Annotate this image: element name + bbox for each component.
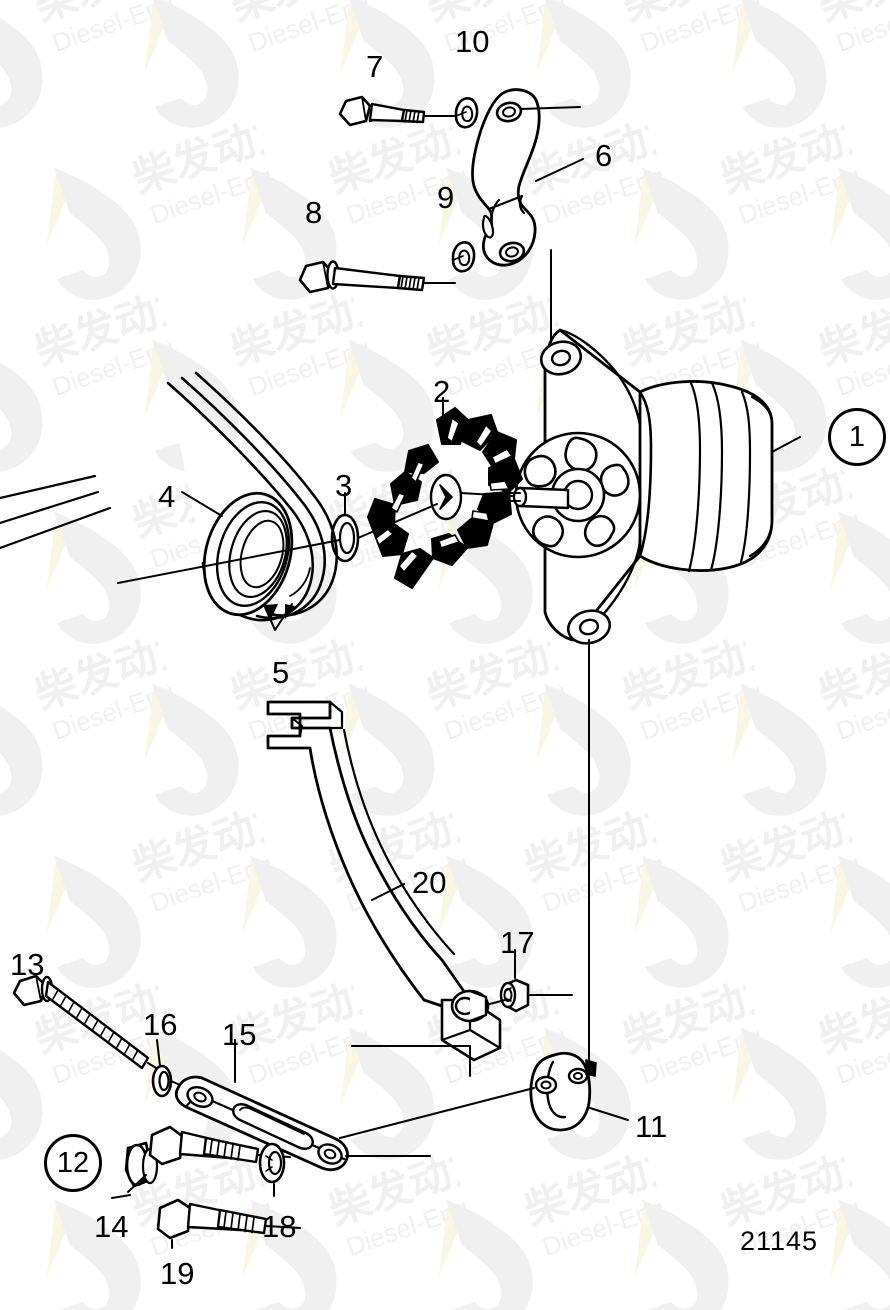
callout-alternator: 1 (828, 408, 886, 466)
callout-clamp: 11 (635, 1109, 668, 1144)
callout-cooling-fan: 2 (433, 374, 451, 409)
callout-washer-19: 18 (262, 1209, 297, 1244)
diagram-number: 21145 (740, 1226, 819, 1256)
callout-bolt-upper: 7 (366, 49, 384, 84)
callout-washer-lower: 9 (437, 180, 455, 215)
callout-adjuster-kit: 12 (44, 1134, 102, 1192)
callout-washer-13: 16 (143, 1007, 178, 1042)
callout-pulley: 4 (158, 479, 176, 514)
callout-washer: 3 (335, 468, 353, 503)
callout-drive-belts: 5 (272, 655, 290, 690)
callout-long-bolt: 13 (10, 947, 45, 982)
callout-support-bracket: 20 (412, 865, 447, 900)
callout-bracket: 6 (595, 138, 613, 173)
callout-bolt-short: 19 (160, 1256, 195, 1291)
callout-spacer: 14 (94, 1209, 129, 1244)
callout-adjuster-link: 15 (222, 1017, 257, 1052)
callout-bolt-lower: 8 (305, 195, 323, 230)
callout-nut: 17 (500, 925, 535, 960)
callout-washer-upper: 10 (455, 24, 490, 59)
